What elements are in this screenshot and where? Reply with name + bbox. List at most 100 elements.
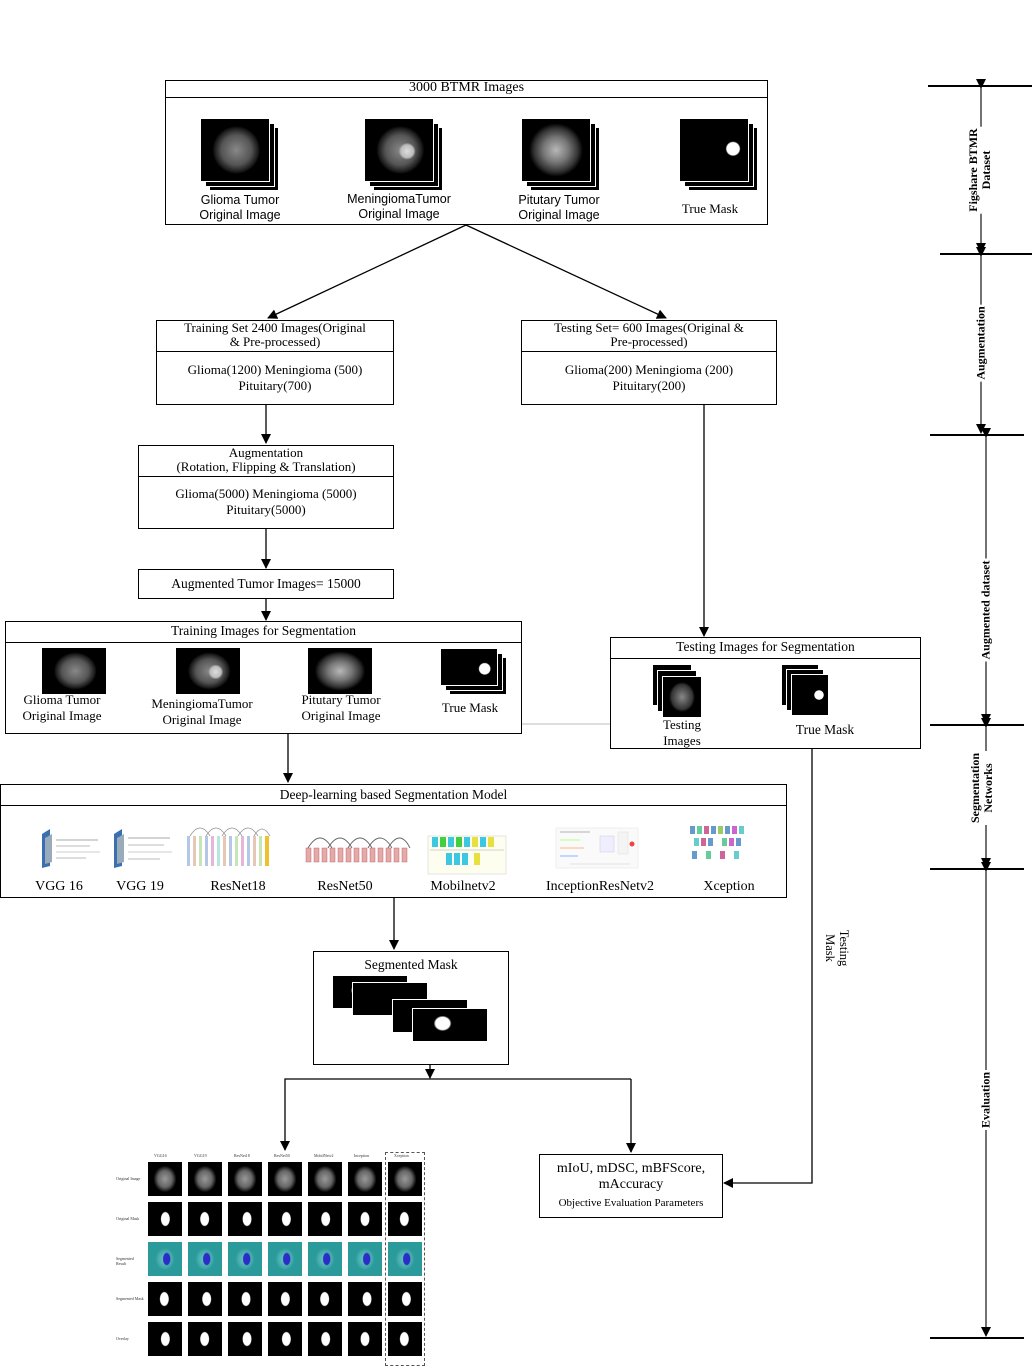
testing-true-mask-caption: True Mask — [795, 722, 855, 737]
grid-column-header: ResNet50 — [274, 1153, 290, 1158]
grid-thumbnail — [188, 1242, 222, 1276]
model-label-mobilenetv2: Mobilnetv2 — [430, 879, 496, 894]
grid-thumbnail — [308, 1162, 342, 1196]
grid-thumbnail — [308, 1282, 342, 1316]
glioma-image-stack — [41, 647, 111, 695]
arrow-dataset-to-testing — [465, 224, 667, 319]
true-mask-stack — [679, 118, 759, 191]
grid-thumbnail — [268, 1162, 302, 1196]
grid-thumbnail — [388, 1322, 422, 1356]
testing-seg-box: Testing Images for Segmentation — [610, 637, 921, 749]
grid-thumbnail — [228, 1242, 262, 1276]
meningioma-image-stack — [364, 118, 444, 191]
stage-label-augmentation: Augmentation — [973, 304, 989, 382]
arrow-dataset-to-training — [267, 224, 467, 319]
grid-thumbnail — [348, 1242, 382, 1276]
grid-thumbnail — [268, 1282, 302, 1316]
meningioma-image-stack — [175, 647, 245, 695]
grid-row-label: Original Mask — [116, 1216, 140, 1221]
training-seg-caption: True Mask — [441, 700, 499, 715]
model-label-vgg19: VGG 19 — [116, 879, 164, 894]
metrics-box: mIoU, mDSC, mBFScore,mAccuracy Objective… — [539, 1154, 723, 1218]
pituitary-image-stack — [307, 647, 377, 695]
augmented-total-box: Augmented Tumor Images= 15000 — [138, 569, 394, 599]
grid-column-header: Inception — [354, 1153, 370, 1158]
grid-row-label: Segmented Mask — [116, 1296, 144, 1301]
grid-thumbnail — [388, 1202, 422, 1236]
grid-thumbnail — [388, 1242, 422, 1276]
grid-column-header: Xception — [394, 1153, 409, 1158]
grid-thumbnail — [148, 1162, 182, 1196]
grid-thumbnail — [188, 1282, 222, 1316]
testing-image-stack — [652, 664, 702, 718]
vgg19-thumbnail — [114, 829, 172, 868]
augmentation-box: Augmentation(Rotation, Flipping & Transl… — [138, 445, 394, 529]
resnet18-thumbnail — [187, 827, 271, 866]
testing-set-box: Testing Set= 600 Images(Original &Pre-pr… — [521, 320, 777, 405]
grid-thumbnail — [388, 1162, 422, 1196]
grid-column-header: MobilNetv2 — [314, 1153, 334, 1158]
grid-column-header: ResNet18 — [234, 1153, 250, 1158]
training-set-box: Training Set 2400 Images(Original& Pre-p… — [156, 320, 394, 405]
grid-row-label: Overlay — [116, 1336, 129, 1341]
stage-label-augmented-dataset: Augmented dataset — [978, 558, 994, 662]
model-label-xception: Xception — [703, 879, 755, 894]
grid-thumbnail — [228, 1162, 262, 1196]
segmented-mask-title: Segmented Mask — [364, 957, 458, 972]
grid-thumbnail — [268, 1242, 302, 1276]
grid-thumbnail — [348, 1282, 382, 1316]
vgg16-thumbnail — [42, 829, 100, 868]
results-grid: VGG16 VGG19 ResNet18 ResNet50 MobilNetv2 Ince… — [110, 1150, 435, 1370]
segmented-mask-stack — [332, 975, 492, 1042]
grid-thumbnail — [228, 1202, 262, 1236]
inceptionresnetv2-thumbnail — [555, 827, 639, 869]
model-label-inceptionresnetv2: InceptionResNetv2 — [545, 879, 655, 894]
highlight-column-frame — [385, 1152, 425, 1366]
grid-thumbnail — [388, 1282, 422, 1316]
pituitary-image-stack — [521, 118, 601, 191]
resnet50-thumbnail — [305, 837, 411, 863]
grid-thumbnail — [188, 1202, 222, 1236]
grid-thumbnail — [148, 1242, 182, 1276]
grid-thumbnail — [348, 1162, 382, 1196]
arrow-testing-mask-to-metrics — [723, 749, 813, 1188]
grid-thumbnail — [228, 1322, 262, 1356]
grid-column-header: VGG16 — [154, 1153, 167, 1158]
model-label-resnet50: ResNet50 — [317, 879, 373, 894]
grid-row-label: Original Image — [116, 1176, 141, 1181]
grid-thumbnail — [268, 1322, 302, 1356]
grid-thumbnail — [188, 1162, 222, 1196]
grid-thumbnail — [308, 1202, 342, 1236]
dataset-title: 3000 BTMR Images — [166, 80, 767, 98]
model-label-vgg16: VGG 16 — [35, 879, 83, 894]
arrow-split-to-results — [280, 1078, 631, 1151]
grid-thumbnail — [148, 1282, 182, 1316]
model-label-resnet18: ResNet18 — [210, 879, 266, 894]
grid-thumbnail — [308, 1242, 342, 1276]
glioma-image-stack — [200, 118, 280, 191]
grid-thumbnail — [348, 1322, 382, 1356]
xception-thumbnail — [690, 826, 744, 859]
grid-thumbnail — [148, 1202, 182, 1236]
grid-thumbnail — [228, 1282, 262, 1316]
true-mask-stack — [781, 664, 831, 716]
grid-row-label: Segmented Result — [116, 1256, 134, 1266]
grid-column-header: VGG19 — [194, 1153, 207, 1158]
grid-thumbnail — [308, 1322, 342, 1356]
stage-label-evaluation: Evaluation — [978, 1069, 994, 1131]
grid-thumbnail — [188, 1322, 222, 1356]
grid-thumbnail — [348, 1202, 382, 1236]
